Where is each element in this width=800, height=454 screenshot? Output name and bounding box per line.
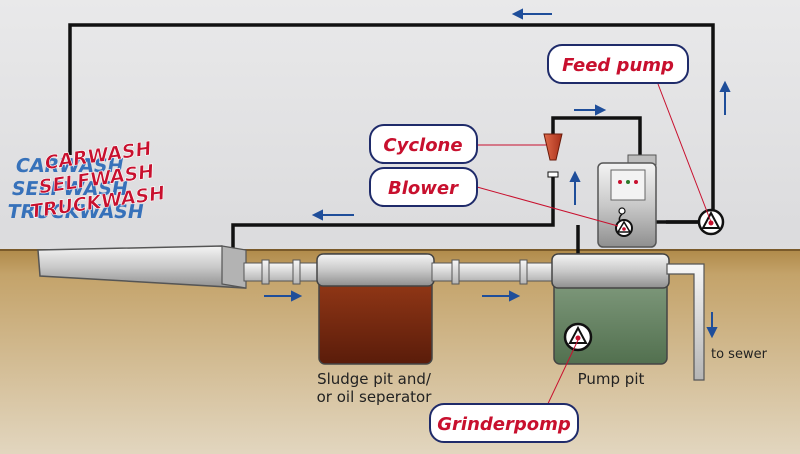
grinderpomp-label: Grinderpomp xyxy=(437,414,571,435)
cyclone-down-pipe xyxy=(231,175,555,265)
feed-pump-callout xyxy=(547,44,689,84)
flow-arrow xyxy=(706,327,718,339)
blower-outlet xyxy=(618,207,626,215)
flow-arrow xyxy=(291,290,303,302)
flow-arrow xyxy=(595,104,607,116)
pipe-trough-to-sludge xyxy=(243,262,322,282)
blower-pump-dot xyxy=(622,227,626,231)
feed-pump-label: Feed pump xyxy=(562,55,674,76)
pipe-joint xyxy=(451,259,460,285)
flow-arrow xyxy=(569,170,581,182)
blower-callout xyxy=(369,167,478,207)
pump-pit-label: Pump pit xyxy=(578,370,645,388)
pump-pit-lid xyxy=(551,253,670,289)
sewer-pipe xyxy=(666,263,705,381)
indicator-light xyxy=(634,180,638,184)
sludge-pit-lid xyxy=(316,253,435,287)
brand-shadow-truckwash: TRUCKWASH xyxy=(6,200,146,223)
flow-arrow xyxy=(311,209,323,221)
grinderpomp-callout xyxy=(429,403,579,443)
blower-pointer xyxy=(476,186,619,227)
brand-shadow-selfwash: SELFWASH xyxy=(10,177,130,200)
cyclone-feed-pipe xyxy=(551,116,642,160)
feed-pump-dot xyxy=(708,220,714,226)
callout-lines xyxy=(476,83,712,411)
cyclone-outlet xyxy=(547,171,559,178)
pipe-sludge-to-pumppit xyxy=(431,262,557,282)
brand-shadow: CARWASH SELFWASH TRUCKWASH xyxy=(6,154,146,223)
flow-arrow xyxy=(509,290,521,302)
blower-hose xyxy=(618,213,623,223)
cyclone-callout xyxy=(369,124,478,164)
control-panel xyxy=(610,169,646,201)
grinderpomp-pointer xyxy=(544,339,579,411)
sludge-pit-label-line2: or oil seperator xyxy=(317,388,433,406)
flow-arrows xyxy=(264,8,731,339)
indicator-light xyxy=(626,180,630,184)
flow-arrow xyxy=(719,80,731,92)
sludge-pit-label-line1: Sludge pit and/ xyxy=(317,370,432,388)
grinder-pump-triangle xyxy=(568,325,588,344)
blower-pump-triangle xyxy=(616,220,632,233)
pipe-joint xyxy=(519,259,528,285)
flow-arrow xyxy=(511,8,523,20)
brand-shadow-carwash: CARWASH xyxy=(14,154,126,177)
feed-pump-pointer xyxy=(657,83,712,223)
indicator-light xyxy=(618,180,622,184)
cyclone-label: Cyclone xyxy=(383,135,462,156)
cyclone-icon xyxy=(543,133,563,161)
feed-pump-triangle xyxy=(701,210,721,229)
to-sewer-label: to sewer xyxy=(711,347,768,362)
grinder-pump-dot xyxy=(575,335,581,341)
wash-trough-end xyxy=(221,245,247,289)
blower-label: Blower xyxy=(388,178,459,199)
pipe-joint xyxy=(292,259,301,285)
pipe-joint xyxy=(261,259,270,285)
